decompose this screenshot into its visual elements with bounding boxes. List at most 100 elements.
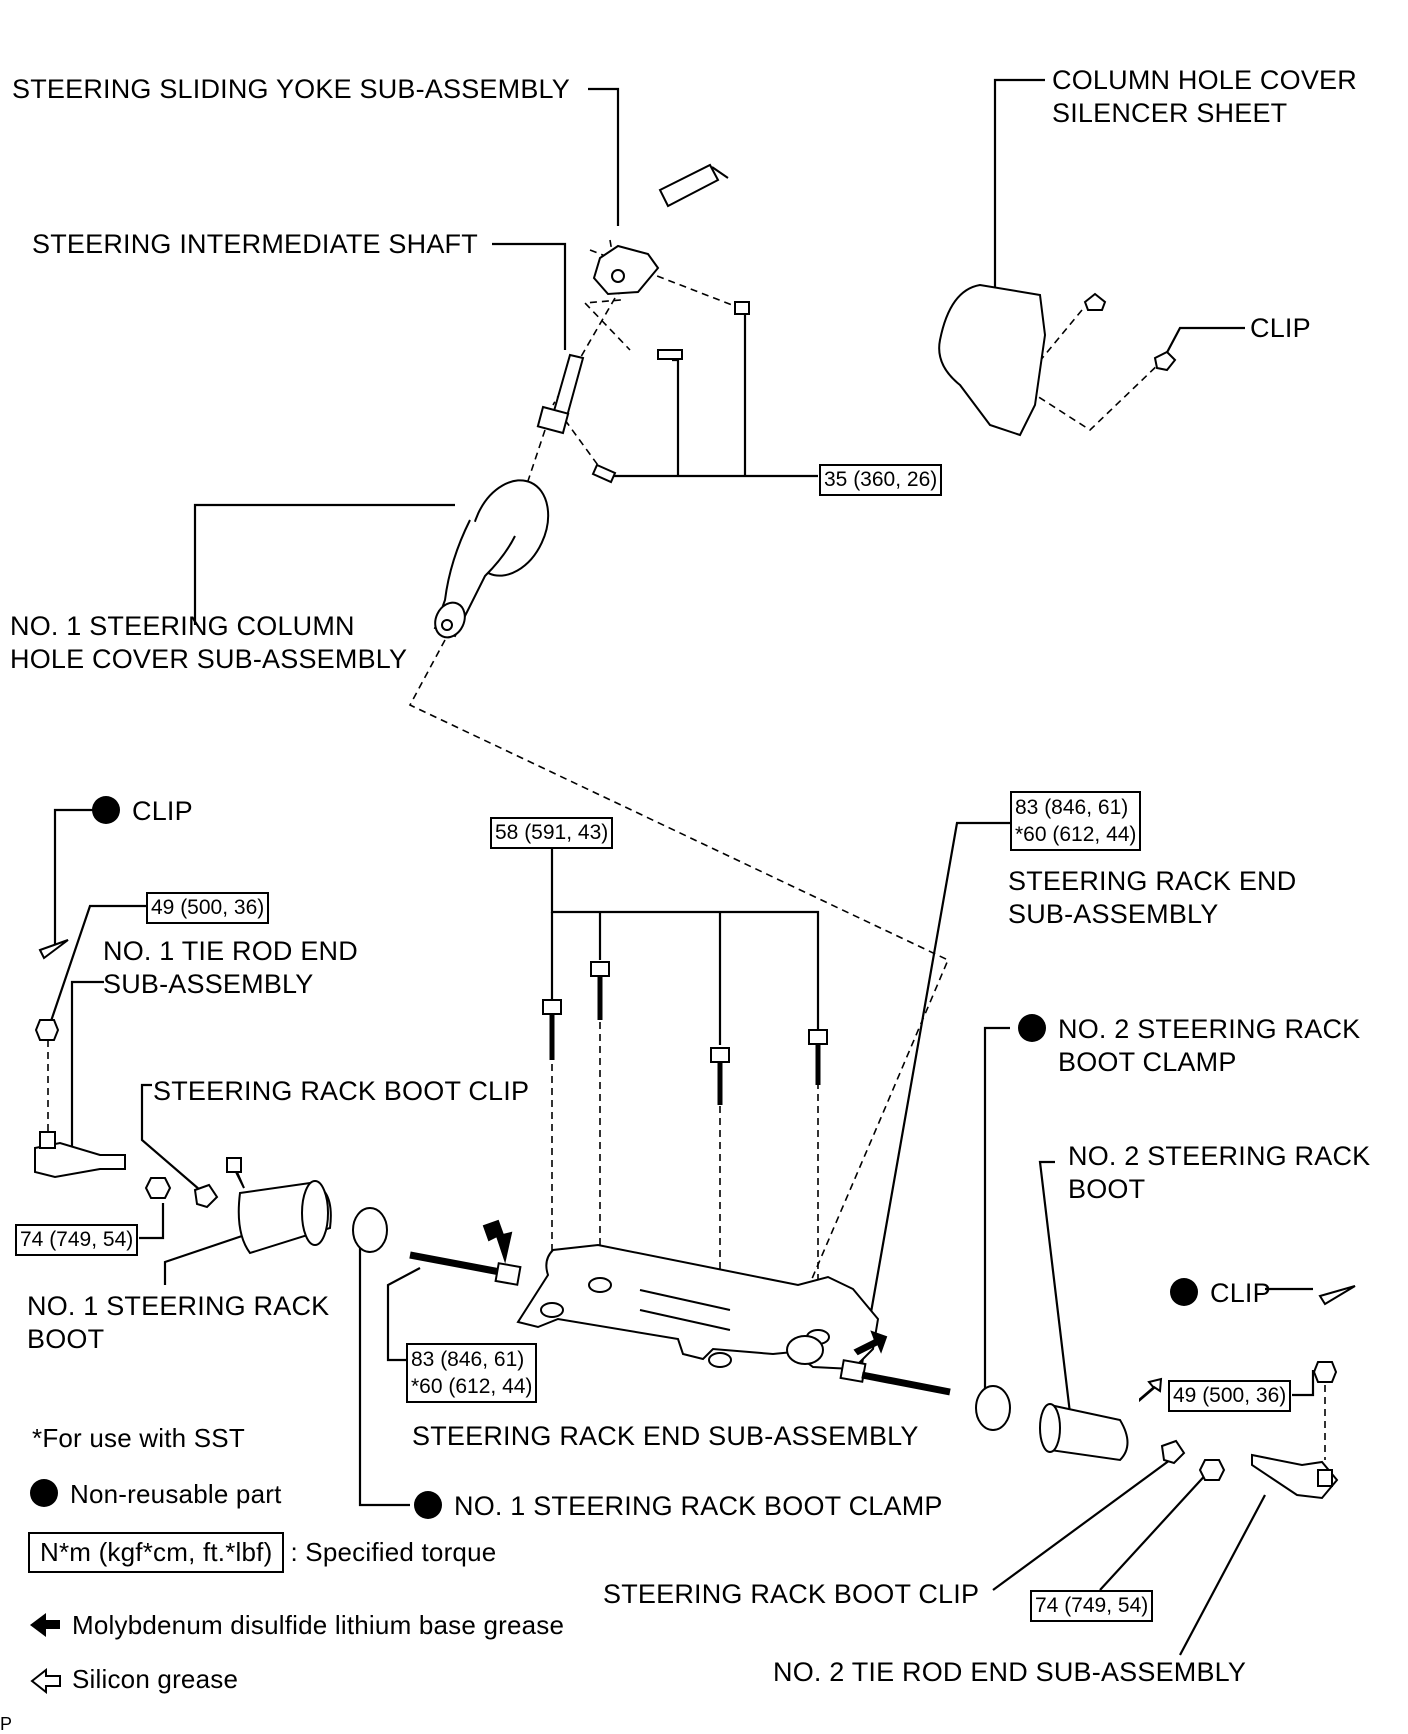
lock-nut-left [144, 1177, 172, 1199]
label-column-cover-2: SILENCER SHEET [1052, 98, 1288, 128]
lock-nut-right [1198, 1459, 1226, 1481]
no1-boot-clamp [352, 1207, 388, 1253]
non-reusable-dot [1170, 1278, 1198, 1306]
steering-rack-housing [516, 1243, 880, 1371]
sliding-yoke-joint [592, 244, 660, 296]
solid-arrow-icon [30, 1613, 46, 1637]
clip-top-a [1083, 292, 1107, 311]
steering-rack-end-left [409, 1251, 522, 1286]
leader-tie-rod-nut-right [1292, 1370, 1315, 1397]
open-arrow-icon [30, 1668, 61, 1694]
leader-no1-rack-boot [163, 1233, 246, 1285]
label-clip-left: CLIP [92, 795, 193, 828]
cotter-pin-right [1318, 1285, 1356, 1306]
leader-lock-nut-left [139, 1203, 165, 1240]
leader-no1-boot-clamp [358, 1231, 410, 1507]
rack-boot-clip-right [1160, 1439, 1186, 1465]
torque-rack-mount: 58 (591, 43) [490, 817, 614, 849]
label-rack-boot-clip-left: STEERING RACK BOOT CLIP [153, 1076, 530, 1106]
label-no1-tie-rod-1: NO. 1 TIE ROD END [103, 936, 358, 966]
label-intermediate-shaft: STEERING INTERMEDIATE SHAFT [32, 229, 478, 259]
leader-lock-nut-right [1099, 1469, 1211, 1591]
leader-boot-clip-left [140, 1083, 201, 1191]
torque-lock-nut-right: 74 (749, 54) [1030, 1590, 1154, 1622]
no1-steering-rack-boot [237, 1180, 332, 1255]
label-no1-rack-boot-2: BOOT [27, 1324, 105, 1354]
silicon-grease-arrow-right [1139, 1377, 1163, 1403]
torque-tie-rod-nut-right: 49 (500, 36) [1168, 1380, 1292, 1412]
label-no1-column-cover-1: NO. 1 STEERING COLUMN [10, 611, 355, 641]
label-column-cover-1: COLUMN HOLE COVER [1052, 65, 1357, 95]
legend-sst-note: *For use with SST [32, 1423, 245, 1453]
legend-non-reusable: Non-reusable part [30, 1478, 282, 1511]
leader-rack-end-left [386, 1267, 421, 1362]
leader-rack-end-right [858, 821, 1010, 1376]
label-rack-end-right-2: SUB-ASSEMBLY [1008, 899, 1219, 929]
yoke-bolt-middle [657, 349, 683, 360]
torque-rack-end-right: 83 (846, 61) *60 (612, 44) [1010, 791, 1142, 851]
column-hole-cover-silencer [938, 283, 1047, 437]
torque-shaft-bolts: 35 (360, 26) [819, 464, 943, 496]
column-shaft [658, 163, 720, 208]
leader-no2-tie-rod [1179, 1494, 1266, 1656]
label-no2-boot-clamp-1: NO. 2 STEERING RACK [1018, 1013, 1360, 1046]
no2-steering-rack-boot [1039, 1403, 1129, 1462]
rack-mount-bolt-3 [710, 1047, 730, 1105]
label-no2-tie-rod: NO. 2 TIE ROD END SUB-ASSEMBLY [773, 1657, 1247, 1687]
moly-grease-arrow-left [482, 1219, 513, 1264]
leader-boot-clip-right [992, 1459, 1171, 1591]
leader-tie-rod-nut-left [46, 904, 146, 1031]
rack-mount-bolt-4 [808, 1029, 828, 1085]
rack-mount-bolt-1 [542, 999, 562, 1060]
legend-silicon-grease: Silicon grease [30, 1663, 238, 1696]
no1-tie-rod-end [34, 1019, 126, 1179]
no2-boot-clamp [975, 1385, 1011, 1431]
label-no1-tie-rod-2: SUB-ASSEMBLY [103, 969, 314, 999]
no1-column-hole-cover [433, 479, 550, 639]
leader-no1-tie-rod [70, 980, 104, 1162]
label-no1-boot-clamp: NO. 1 STEERING RACK BOOT CLAMP [414, 1490, 943, 1523]
non-reusable-dot [92, 796, 120, 824]
label-no2-rack-boot-2: BOOT [1068, 1174, 1146, 1204]
label-rack-end-left: STEERING RACK END SUB-ASSEMBLY [412, 1421, 919, 1451]
yoke-bolt-upper [734, 301, 750, 315]
leader-no2-boot-clamp [983, 1026, 1010, 1395]
leader-no1-column-cover [193, 503, 455, 625]
label-no1-column-cover-2: HOLE COVER SUB-ASSEMBLY [10, 644, 408, 674]
leader-clip-top [1162, 326, 1245, 361]
rack-boot-clip-left [193, 1183, 219, 1209]
label-clip-top: CLIP [1250, 313, 1311, 343]
leader-column-cover [993, 78, 1045, 300]
legend-moly-grease: Molybdenum disulfide lithium base grease [30, 1609, 564, 1642]
no2-tie-rod-end [1251, 1361, 1339, 1500]
legend-torque-box: N*m (kgf*cm, ft.*lbf) [28, 1532, 285, 1573]
torque-lock-nut-left: 74 (749, 54) [15, 1224, 139, 1256]
corner-mark: P [0, 1714, 13, 1734]
clip-top-b [1153, 350, 1177, 372]
leader-torque-35-c [672, 358, 680, 476]
silicon-grease-arrow-left [226, 1157, 245, 1189]
non-reusable-dot [30, 1479, 58, 1507]
torque-rack-end-left: 83 (846, 61) *60 (612, 44) [406, 1343, 538, 1403]
yoke-bolt-lower [591, 463, 617, 484]
leader-clip-left [53, 808, 95, 950]
moly-grease-arrow-right [853, 1330, 888, 1356]
torque-tie-rod-nut-left: 49 (500, 36) [146, 892, 270, 924]
label-rack-boot-clip-right: STEERING RACK BOOT CLIP [603, 1579, 980, 1609]
legend-torque: N*m (kgf*cm, ft.*lbf): Specified torque [28, 1532, 496, 1573]
label-no2-rack-boot-1: NO. 2 STEERING RACK [1068, 1141, 1371, 1171]
label-no2-boot-clamp-2: BOOT CLAMP [1058, 1047, 1237, 1077]
label-no1-rack-boot-1: NO. 1 STEERING RACK [27, 1291, 330, 1321]
non-reusable-dot [1018, 1014, 1046, 1042]
label-clip-right: CLIP [1170, 1277, 1271, 1310]
non-reusable-dot [414, 1491, 442, 1519]
leader-intermediate-shaft [492, 242, 567, 350]
leader-torque-58 [550, 848, 820, 1030]
leader-sliding-yoke [588, 87, 620, 226]
label-sliding-yoke: STEERING SLIDING YOKE SUB-ASSEMBLY [12, 74, 570, 104]
label-rack-end-right-1: STEERING RACK END [1008, 866, 1297, 896]
cotter-pin-left [38, 939, 69, 960]
rack-mount-bolt-2 [590, 961, 610, 1020]
leader-no2-rack-boot [1038, 1160, 1074, 1431]
